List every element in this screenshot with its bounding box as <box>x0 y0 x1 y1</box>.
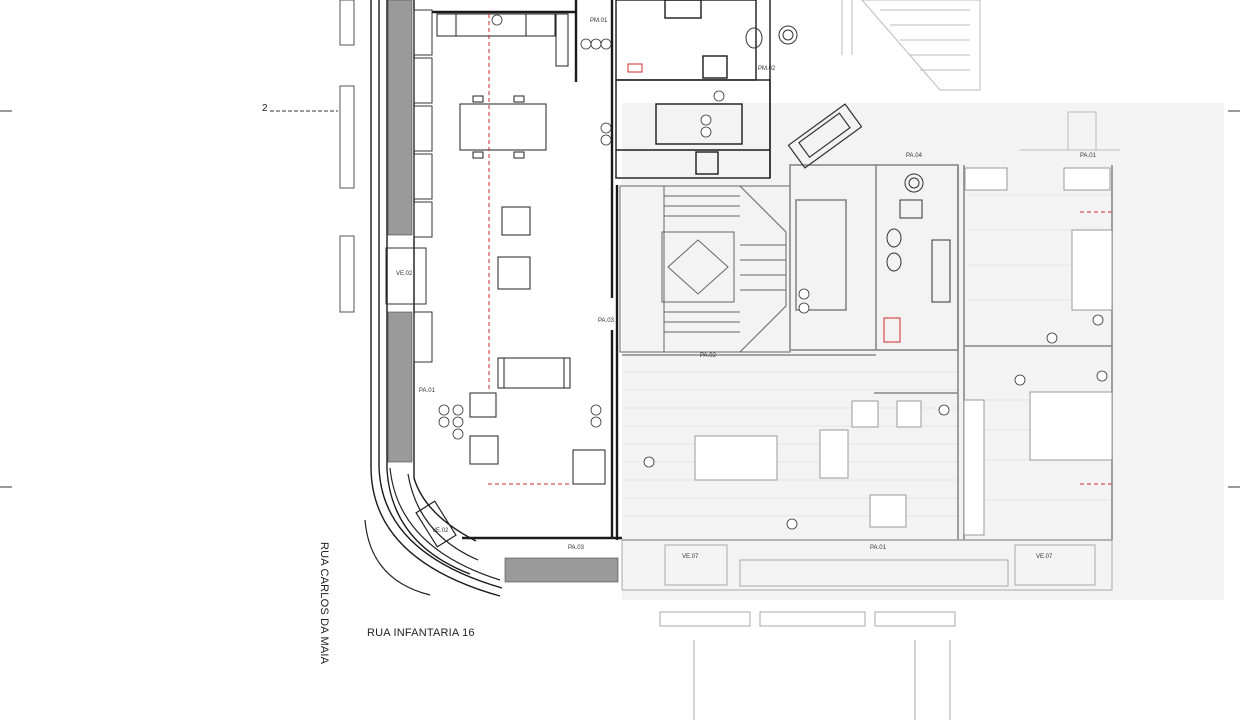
red-markers <box>627 63 901 343</box>
top-right-stair <box>841 0 1120 151</box>
tag-pa03-side: PA.03 <box>598 318 615 324</box>
corner-balcony <box>364 467 501 596</box>
street-label-carlos-da-maia: RUA CARLOS DA MAIA <box>318 542 330 665</box>
red-reference-lines <box>488 14 1112 485</box>
left-facade-piers <box>339 0 355 313</box>
faded-furniture <box>694 167 1113 536</box>
sanitary-fixtures <box>745 25 951 303</box>
tag-pa04: PA.04 <box>906 153 923 159</box>
exterior-wall <box>370 0 503 597</box>
sheet-edge-ticks <box>0 110 1240 488</box>
wall-tags: PA.03 PA.03 PA.01 PA.01 PA.04 PA.01 PA.0… <box>396 18 1097 560</box>
diagonal-element <box>787 103 863 169</box>
tag-ve07: VE.07 <box>682 554 699 560</box>
street-label-infantaria: RUA INFANTARIA 16 <box>367 627 475 639</box>
bottom-balcony <box>621 539 1113 720</box>
left-facade-window-frames <box>385 9 433 363</box>
tag-ve02-corner: VE.02 <box>432 528 449 534</box>
tag-pm01: PM.01 <box>590 18 608 24</box>
kitchen-counter <box>436 13 569 67</box>
tag-pa01-bottom: PA.01 <box>870 545 887 551</box>
facade-hatching <box>387 0 619 583</box>
tag-pa01: PA.01 <box>419 388 436 394</box>
living-furniture <box>469 206 606 485</box>
level-marker: 2 <box>262 103 268 114</box>
living-room-walls <box>432 0 622 540</box>
dining-table <box>459 95 547 159</box>
tag-pm02: PM.02 <box>758 66 776 72</box>
stair-core <box>619 185 791 353</box>
annotation-circles <box>438 14 1108 530</box>
tag-pa03: PA.03 <box>568 545 585 551</box>
tag-ve02: VE.02 <box>396 271 413 277</box>
tag-ve07-right: VE.07 <box>1036 554 1053 560</box>
tag-pa02: PA.02 <box>700 353 717 359</box>
tag-pa01-top: PA.01 <box>1080 153 1097 159</box>
service-block <box>615 0 771 179</box>
